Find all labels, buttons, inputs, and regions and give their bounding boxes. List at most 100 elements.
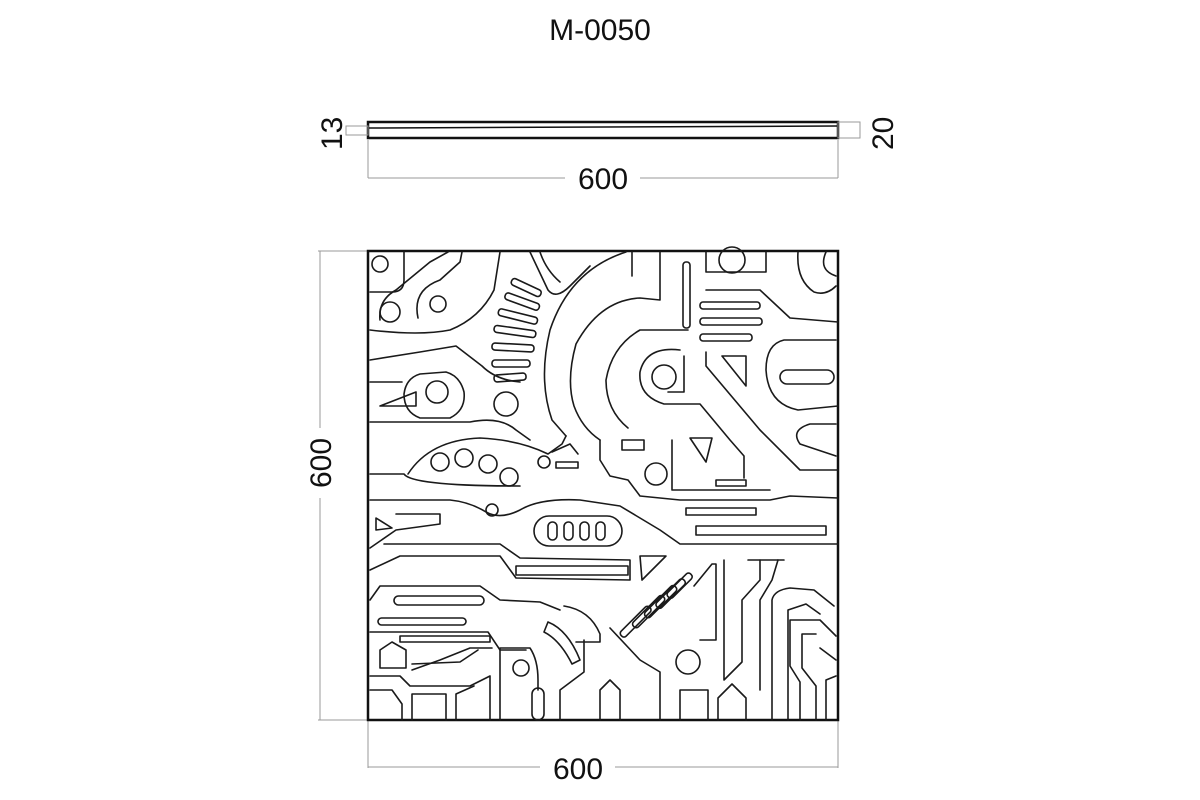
pattern-trace	[819, 647, 837, 661]
pattern-hook	[639, 348, 745, 479]
pattern-trace	[411, 693, 447, 721]
pattern-triangle	[375, 517, 393, 531]
pattern-trace	[369, 543, 631, 581]
pattern-trace	[455, 685, 475, 721]
comb-pattern	[491, 277, 543, 383]
pattern-trace	[551, 443, 579, 455]
pattern-slot	[695, 525, 827, 536]
pattern-trace	[671, 439, 771, 491]
circuit-pattern	[369, 246, 839, 721]
pattern-slot	[699, 317, 763, 326]
pattern-circle	[371, 255, 389, 273]
height-label: 600	[305, 438, 338, 488]
pattern-trace	[369, 513, 441, 549]
pattern-trace	[801, 633, 817, 721]
pattern-trace	[559, 639, 585, 721]
pattern-trace	[599, 679, 621, 721]
pattern-slot	[685, 507, 757, 516]
pattern-trace	[411, 649, 479, 665]
pattern-trace	[789, 619, 837, 721]
pattern-trace	[539, 251, 561, 283]
pattern-trace	[499, 647, 539, 721]
pattern-trace	[765, 339, 839, 411]
front-view-panel	[366, 246, 840, 722]
pattern-slot	[515, 565, 629, 576]
width-label: 600	[553, 753, 603, 786]
pattern-circle	[379, 301, 401, 323]
pattern-trace	[411, 647, 493, 671]
pattern-slot	[699, 333, 753, 342]
pattern-circle	[478, 454, 498, 474]
pattern-trace	[825, 675, 837, 721]
thick-edge-dim-box	[837, 121, 861, 139]
pattern-trace	[797, 251, 837, 294]
pattern-slot	[399, 635, 491, 643]
pattern-triangle	[721, 355, 747, 387]
model-title: M-0050	[549, 14, 651, 47]
pattern-trace	[416, 251, 463, 319]
pattern-slot	[377, 617, 467, 626]
pattern-circle	[512, 659, 530, 677]
pattern-trace	[369, 585, 561, 611]
pattern-circle	[651, 364, 677, 390]
pattern-arc	[529, 251, 591, 295]
side-width-label: 600	[578, 163, 628, 196]
pattern-trace	[369, 631, 527, 651]
pattern-arc	[407, 435, 567, 475]
pattern-trace	[563, 605, 601, 643]
pattern-circle	[429, 295, 447, 313]
pattern-triangle	[639, 555, 667, 581]
pattern-trace	[369, 689, 403, 721]
pattern-triangle	[379, 391, 417, 407]
pattern-triangle	[689, 437, 713, 463]
pattern-circle	[493, 391, 519, 417]
thin-edge-dim-box	[345, 125, 369, 136]
pattern-circle	[675, 649, 701, 675]
pattern-oval	[579, 521, 590, 541]
pattern-trace	[759, 559, 779, 691]
pattern-arc	[605, 329, 689, 429]
pattern-circle	[644, 462, 668, 486]
pattern-trace	[403, 371, 466, 419]
pattern-circle	[425, 380, 449, 404]
pattern-trace	[771, 587, 835, 721]
pattern-trace	[705, 289, 839, 323]
pattern-pill	[533, 515, 623, 547]
pattern-pentagon	[717, 683, 747, 721]
side-view: 13 20 600	[316, 117, 900, 196]
pattern-slot	[621, 439, 645, 451]
pattern-slot	[555, 461, 579, 469]
pattern-trace	[609, 627, 661, 721]
panel-outline	[366, 249, 840, 722]
pattern-trace	[723, 559, 761, 681]
pattern-slot	[682, 261, 691, 329]
pattern-trace	[599, 439, 839, 501]
pattern-trace	[667, 355, 685, 393]
pattern-trace	[705, 351, 839, 471]
pattern-slot	[699, 301, 761, 310]
thick-edge-label: 20	[867, 117, 900, 150]
pattern-trace	[822, 251, 837, 277]
pattern-oval	[563, 521, 574, 541]
pattern-arc	[543, 251, 627, 437]
pattern-slot	[715, 479, 747, 487]
pattern-pentagon	[379, 641, 407, 669]
pattern-circle	[485, 503, 499, 517]
panel-profile-inner-line	[367, 125, 839, 129]
pattern-circle	[430, 452, 450, 472]
pattern-slot	[393, 595, 485, 606]
pattern-trace	[369, 675, 491, 721]
pattern-trace	[679, 689, 709, 721]
pattern-oval	[595, 521, 606, 541]
pattern-slot	[779, 369, 835, 385]
pattern-trace	[369, 419, 531, 441]
pattern-trace	[369, 473, 521, 487]
pattern-circle	[718, 246, 746, 274]
pattern-arc	[569, 251, 661, 441]
pattern-circle	[499, 467, 519, 487]
pattern-trace	[693, 563, 717, 641]
pattern-trace	[787, 603, 821, 721]
pattern-trace	[795, 423, 837, 457]
front-view-dimensions: 600 600	[305, 250, 839, 786]
